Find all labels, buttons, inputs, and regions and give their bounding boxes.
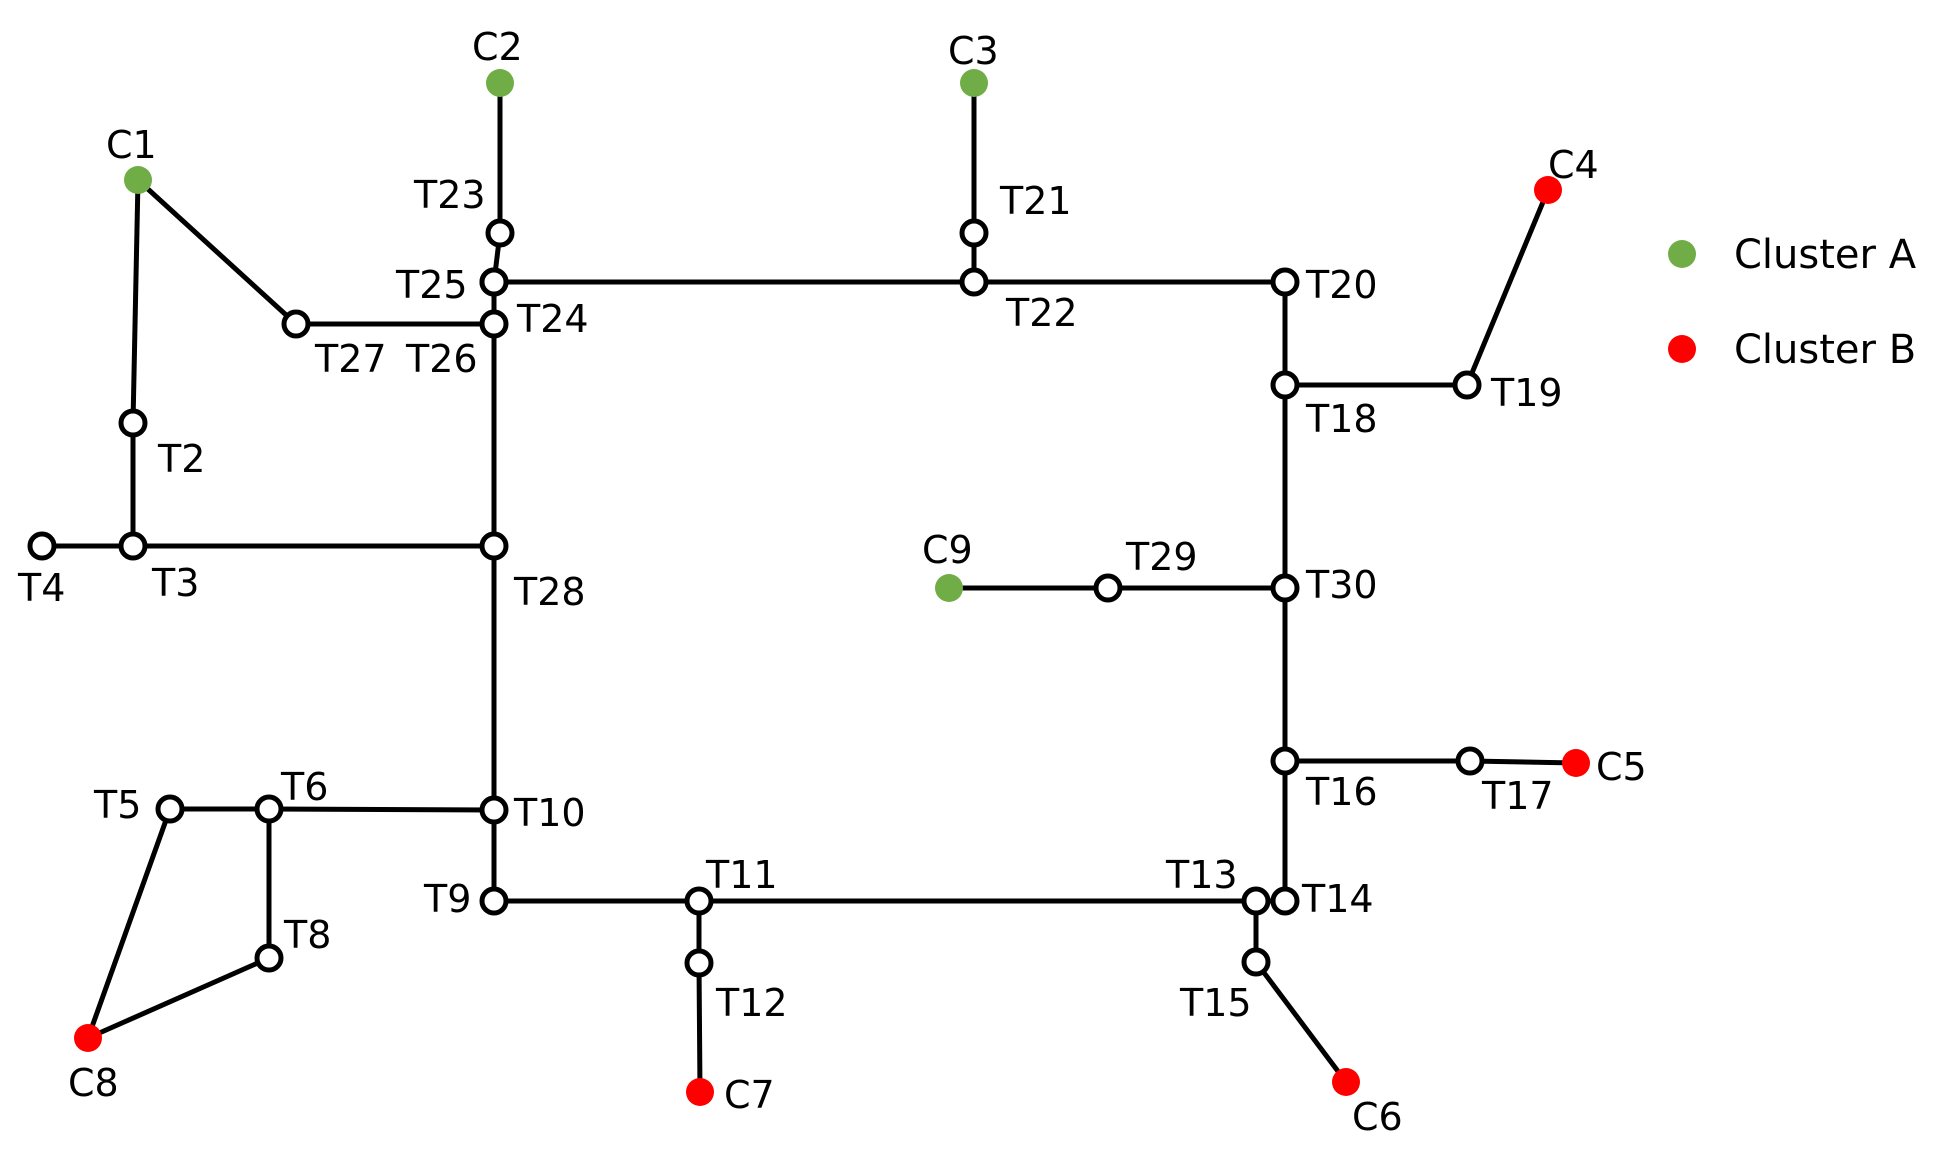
- junction-node-t20: [1270, 267, 1300, 297]
- node-label-c7: C7: [724, 1073, 775, 1117]
- junction-node-t3: [118, 531, 148, 561]
- junction-node-t4: [27, 531, 57, 561]
- node-label-t22: T22: [1005, 291, 1078, 335]
- node-label-t29: T29: [1125, 535, 1198, 579]
- junction-node-t26: [479, 309, 509, 339]
- junction-node-t22: [959, 267, 989, 297]
- node-label-t4: T4: [17, 566, 65, 610]
- junction-node-t8: [254, 943, 284, 973]
- node-label-t12: T12: [715, 981, 788, 1025]
- node-label-t16: T16: [1305, 770, 1378, 814]
- client-node-c3: [960, 69, 988, 97]
- node-label-t14: T14: [1301, 877, 1374, 921]
- edge-t15-c6: [1253, 959, 1349, 1085]
- edge-t6-t10: [266, 806, 497, 813]
- node-label-t20: T20: [1305, 263, 1378, 307]
- node-label-t17: T17: [1481, 774, 1554, 818]
- junction-node-t11: [684, 886, 714, 916]
- junction-node-t5: [155, 794, 185, 824]
- edge-t19-c4: [1464, 187, 1551, 388]
- junction-node-t19: [1452, 370, 1482, 400]
- node-label-c2: C2: [472, 25, 523, 69]
- junction-node-t14: [1270, 886, 1300, 916]
- junction-node-t23: [485, 218, 515, 248]
- node-label-c8: C8: [68, 1061, 119, 1105]
- node-label-t9: T9: [423, 877, 471, 921]
- edge-t5-c8: [85, 806, 173, 1041]
- node-label-t11: T11: [705, 853, 778, 897]
- legend-label-cluster-a: Cluster A: [1734, 232, 1917, 278]
- edge-c1-t2: [130, 177, 141, 426]
- legend: Cluster A Cluster B: [1668, 232, 1917, 373]
- node-label-c6: C6: [1352, 1095, 1403, 1139]
- node-label-t6: T6: [280, 765, 328, 809]
- junction-node-t13: [1241, 886, 1271, 916]
- nodes-layer: [27, 69, 1590, 1106]
- node-label-c9: C9: [922, 528, 973, 572]
- node-label-t8: T8: [283, 913, 331, 957]
- client-node-c4: [1534, 176, 1562, 204]
- junction-node-t25: [479, 267, 509, 297]
- junction-node-t2: [118, 408, 148, 438]
- junction-node-t6: [254, 794, 284, 824]
- junction-node-t10: [479, 795, 509, 825]
- node-label-t18: T18: [1305, 397, 1378, 441]
- client-node-c7: [686, 1078, 714, 1106]
- edge-c8-t8: [85, 955, 272, 1041]
- junction-node-t21: [959, 218, 989, 248]
- junction-node-t12: [684, 948, 714, 978]
- junction-node-t16: [1270, 746, 1300, 776]
- junction-node-t17: [1455, 746, 1485, 776]
- junction-node-t27: [281, 309, 311, 339]
- client-node-c5: [1562, 749, 1590, 777]
- node-label-t27: T27: [314, 337, 387, 381]
- node-label-t30: T30: [1305, 563, 1378, 607]
- junction-node-t29: [1093, 573, 1123, 603]
- edge-t17-c5: [1467, 758, 1579, 766]
- node-label-t3: T3: [151, 561, 199, 605]
- client-node-c1: [124, 166, 152, 194]
- node-label-t5: T5: [93, 783, 141, 827]
- edge-c1-t27: [135, 177, 299, 327]
- node-label-t23: T23: [413, 173, 486, 217]
- node-label-t25: T25: [395, 263, 468, 307]
- node-label-t15: T15: [1179, 981, 1252, 1025]
- junction-node-t28: [479, 531, 509, 561]
- junction-node-t30: [1270, 573, 1300, 603]
- legend-label-cluster-b: Cluster B: [1734, 327, 1916, 373]
- node-label-c3: C3: [948, 29, 999, 73]
- node-label-t13: T13: [1165, 853, 1238, 897]
- junction-node-t15: [1241, 947, 1271, 977]
- client-node-c2: [486, 69, 514, 97]
- client-node-c9: [935, 574, 963, 602]
- node-label-t10: T10: [513, 791, 586, 835]
- node-label-t21: T21: [999, 179, 1072, 223]
- edges-layer: [39, 80, 1579, 1095]
- edge-t12-c7: [696, 960, 703, 1095]
- node-label-c1: C1: [106, 123, 157, 167]
- junction-node-t9: [479, 886, 509, 916]
- node-label-t19: T19: [1490, 371, 1563, 415]
- legend-marker-cluster-b: [1668, 335, 1696, 363]
- junction-node-t18: [1270, 370, 1300, 400]
- client-node-c6: [1332, 1068, 1360, 1096]
- node-label-c4: C4: [1548, 143, 1599, 187]
- node-label-t2: T2: [157, 437, 205, 481]
- node-label-c5: C5: [1596, 745, 1647, 789]
- node-label-t26: T26: [405, 337, 478, 381]
- node-label-t28: T28: [513, 570, 586, 614]
- legend-marker-cluster-a: [1668, 240, 1696, 268]
- client-node-c8: [74, 1024, 102, 1052]
- node-label-t24: T24: [516, 297, 589, 341]
